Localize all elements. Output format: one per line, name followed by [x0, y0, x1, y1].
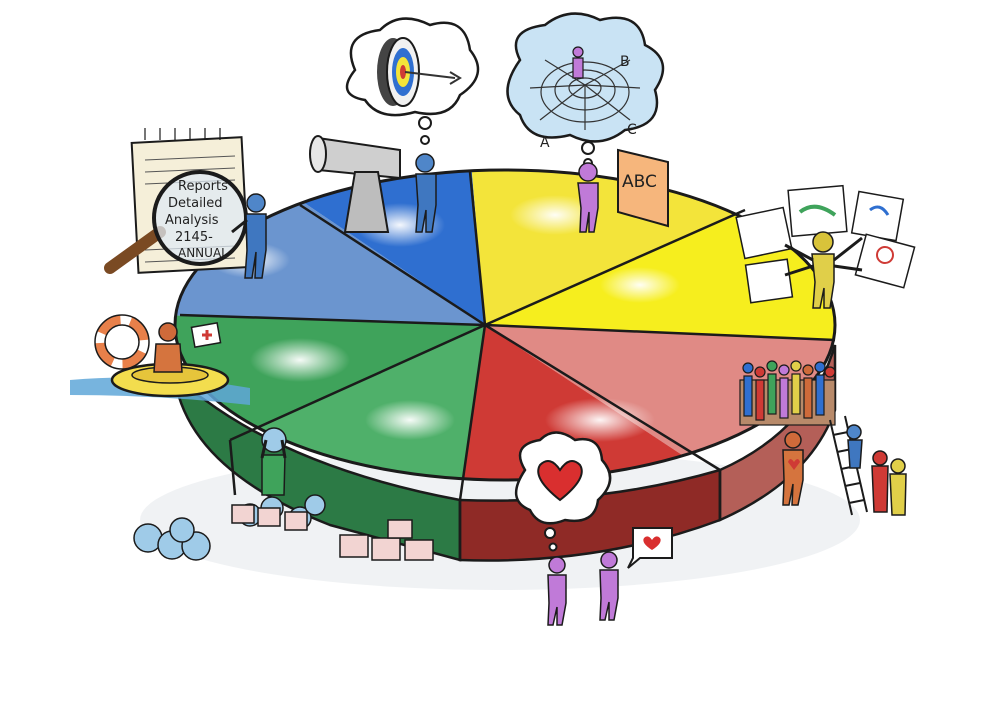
notepad-line: Analysis: [165, 213, 219, 228]
shine: [365, 400, 455, 440]
person-artist: [784, 231, 863, 309]
person-thinker: [577, 162, 599, 233]
boxes-icon: [231, 504, 434, 561]
person-juggler: [260, 439, 287, 496]
web-icon: [529, 46, 641, 130]
pie-divider-lines: [179, 171, 836, 560]
notepad-line: Reports: [178, 179, 228, 194]
web-label-b: B: [620, 54, 630, 70]
speech-bubble-heart: [627, 527, 673, 569]
pie-side-salmon: [718, 344, 837, 522]
notepad-line: ANNUAL: [178, 246, 228, 260]
easel-icon: [735, 184, 916, 304]
notepad-line: Detailed: [168, 196, 223, 211]
life-ring-icon: [94, 314, 150, 370]
shine: [510, 195, 600, 235]
person-analyst: [231, 193, 267, 279]
shine: [545, 398, 655, 442]
magnifier-icon: Reports Detailed Analysis 2145- ANNUAL: [104, 170, 248, 274]
people-pair-right: [871, 450, 907, 516]
person-observer: [415, 153, 437, 233]
sign-abc: ABC: [617, 148, 669, 228]
person-holder: [782, 431, 804, 506]
raft-icon: [110, 362, 230, 398]
heart-icon: [537, 460, 583, 502]
first-aid-icon: [190, 322, 222, 348]
shine: [250, 338, 350, 382]
person-climber: [846, 424, 863, 469]
crowd-icon: [739, 360, 836, 426]
person-rescuer: [153, 322, 183, 373]
person-pair-lovers: [547, 551, 619, 626]
target-icon: [377, 37, 462, 107]
shine: [600, 267, 680, 303]
telescope-icon: [309, 135, 401, 233]
sign-text: ABC: [622, 172, 657, 192]
web-label-a: A: [540, 135, 550, 151]
notepad-line: 2145-: [175, 230, 213, 245]
web-label-c: C: [627, 122, 637, 138]
pie-rim: [173, 168, 837, 482]
